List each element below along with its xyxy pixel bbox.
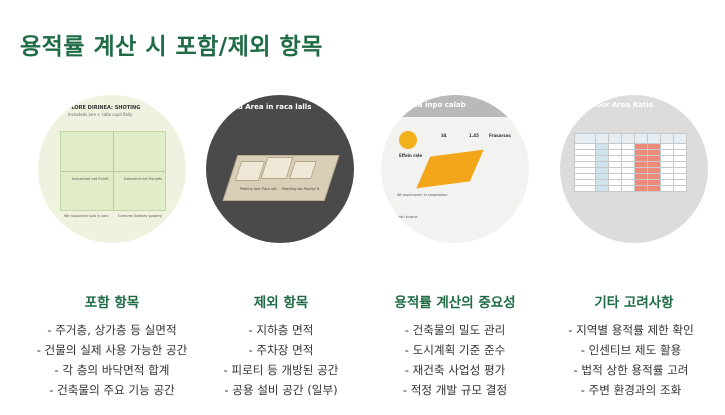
room-label: Paktiny lout bbox=[240, 187, 261, 191]
list-item: - 지역별 용적률 제한 확인 bbox=[568, 323, 694, 337]
heading-band bbox=[381, 95, 529, 117]
page-title: 용적률 계산 시 포함/제외 항목 bbox=[20, 34, 323, 60]
list-item: - 법적 상한 용적률 고려 bbox=[573, 363, 689, 377]
plan-heading: FLORE DIRINEA: SHOTING bbox=[68, 105, 141, 111]
list-item: - 적정 개발 규모 결정 bbox=[402, 383, 508, 397]
list-item: - 재건축 사업성 평가 bbox=[404, 363, 506, 377]
importance-items-list: - 건축물의 밀도 관리 - 도시계획 기준 준수 - 재건축 사업성 평가 -… bbox=[360, 320, 550, 400]
infographic-effein: Effein rale bbox=[399, 153, 423, 158]
list-item: - 피로티 등 개방된 공간 bbox=[223, 363, 339, 377]
floor-tile bbox=[416, 149, 484, 189]
list-item: - 공용 설비 공간 (일부) bbox=[224, 383, 338, 397]
room-label: Paerting toc bbox=[282, 187, 304, 191]
infographic-value: Frasarsos bbox=[489, 133, 511, 138]
list-item: - 주거층, 상가층 등 실면적 bbox=[47, 323, 177, 337]
list-item: - 인센티브 제도 활용 bbox=[580, 343, 682, 357]
infographic-caption: Ivarl tusenk bbox=[397, 215, 418, 219]
column-title-importance: 용적률 계산의 중요성 bbox=[394, 295, 516, 311]
infographic-heading: area inpo calab bbox=[405, 101, 466, 109]
ratio-table bbox=[574, 133, 687, 192]
other-items-list: - 지역별 용적률 제한 확인 - 인센티브 제도 활용 - 법적 상한 용적률… bbox=[536, 320, 725, 400]
plan-label-left: Indusenlet net Exlrilt bbox=[72, 177, 109, 181]
list-item: - 건물의 실제 사용 가능한 공간 bbox=[36, 343, 188, 357]
list-item: - 지하층 면적 bbox=[248, 323, 314, 337]
list-item: - 주차장 면적 bbox=[248, 343, 314, 357]
column-title-other: 기타 고려사항 bbox=[594, 295, 674, 311]
plan-label-right: Exbermnt net floneffs bbox=[124, 177, 162, 181]
list-item: - 주변 환경과의 조화 bbox=[580, 383, 682, 397]
sun-icon bbox=[399, 131, 417, 149]
plan-subheading: Includeds ane + ratio copil fiolly bbox=[68, 112, 133, 117]
table-heading: loor Area Ratio bbox=[594, 101, 654, 109]
column-title-included: 포함 항목 bbox=[84, 295, 140, 311]
list-item: - 각 층의 바닥면적 합계 bbox=[54, 363, 170, 377]
plan-footer-right: Carrvren ibotnes ypowny bbox=[118, 214, 162, 218]
included-items-list: - 주거층, 상가층 등 실면적 - 건물의 실제 사용 가능한 공간 - 각 … bbox=[17, 320, 207, 400]
room-label: Pace olit bbox=[262, 187, 277, 191]
list-item: - 도시계획 기준 준수 bbox=[404, 343, 506, 357]
model-heading: ded Area in raca lalls bbox=[228, 103, 312, 111]
infographic-caption: Wt anplirsonm in sregelation bbox=[397, 193, 448, 197]
plan-footer-left: We nauponce suia ly sonl bbox=[64, 214, 109, 218]
infographic-value: 34 bbox=[441, 133, 447, 138]
list-item: - 건축물의 주요 기능 공간 bbox=[49, 383, 175, 397]
infographic-value: 1.45 bbox=[469, 133, 479, 138]
floor-area-ratio-table-illustration: loor Area Ratio bbox=[560, 95, 708, 243]
list-item: - 건축물의 밀도 관리 bbox=[404, 323, 506, 337]
room-label: Pacrlol It bbox=[304, 187, 320, 191]
floor-plan-illustration: FLORE DIRINEA: SHOTING Includeds ane + r… bbox=[38, 95, 186, 243]
excluded-items-list: - 지하층 면적 - 주차장 면적 - 피로티 등 개방된 공간 - 공용 설비… bbox=[186, 320, 376, 400]
area-infographic-illustration: area inpo calab Effein rale 34 1.45 Fras… bbox=[381, 95, 529, 243]
3d-floor-model-illustration: ded Area in raca lalls Paktiny lout Pace… bbox=[206, 95, 354, 243]
column-title-excluded: 제외 항목 bbox=[253, 295, 309, 311]
floor-plan bbox=[60, 131, 166, 211]
